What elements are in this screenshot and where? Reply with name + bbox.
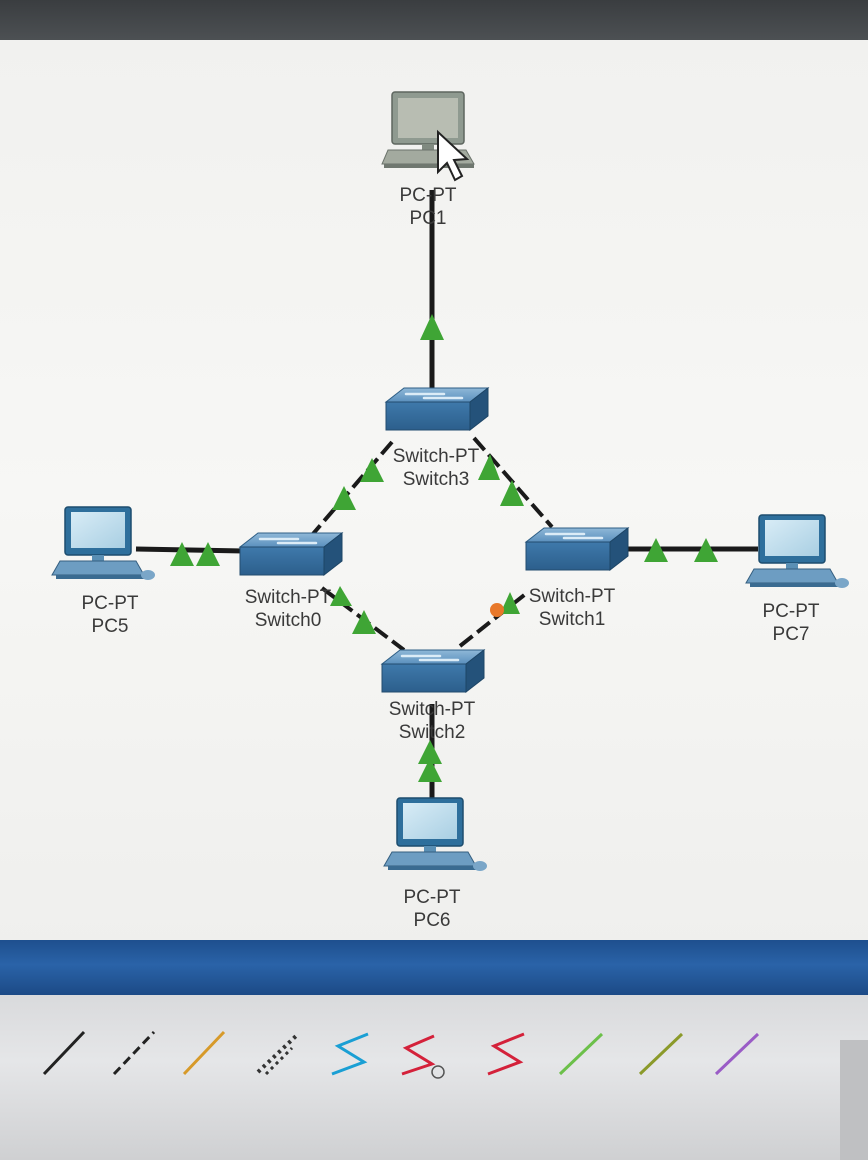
link-switch3-switch0[interactable]	[310, 440, 394, 537]
pc1-device[interactable]	[381, 91, 475, 168]
switch0-device[interactable]	[238, 531, 344, 577]
serial-dce-cable-icon[interactable]	[326, 1022, 376, 1082]
switch1-device[interactable]	[524, 526, 630, 572]
switch2-model: Switch-PT	[388, 699, 476, 720]
toolbar-scroll-area[interactable]	[840, 1040, 868, 1160]
pc5-model: PC-PT	[81, 593, 139, 614]
switch1-name: Switch1	[538, 609, 606, 630]
phone-cable-icon[interactable]	[252, 1022, 302, 1082]
switch0-name: Switch0	[254, 610, 322, 631]
switch3-name: Switch3	[402, 469, 470, 490]
pc7-name: PC7	[772, 624, 810, 645]
bottom-panel-header	[0, 940, 868, 995]
pc6-model: PC-PT	[403, 887, 461, 908]
pc1-model: PC-PT	[399, 185, 457, 206]
pc6-device[interactable]	[383, 797, 488, 872]
switch2-name: Switch2	[398, 722, 466, 743]
pc1-label: PC-PT PC1	[358, 184, 498, 230]
octal-cable-icon[interactable]	[712, 1022, 762, 1082]
switch1-model: Switch-PT	[528, 586, 616, 607]
coaxial-cable-icon[interactable]	[636, 1022, 686, 1082]
pc6-label: PC-PT PC6	[362, 886, 502, 932]
straight-cable-icon[interactable]	[40, 1022, 90, 1082]
serial-cable-icon[interactable]	[482, 1022, 532, 1082]
switch3-device[interactable]	[384, 386, 490, 432]
fiber-cable-icon[interactable]	[556, 1022, 606, 1082]
pc7-device[interactable]	[745, 514, 850, 589]
switch2-label: Switch-PT Switch2	[362, 698, 502, 744]
serial-dte-cable-icon[interactable]	[398, 1022, 448, 1082]
mouse-pointer-icon	[437, 129, 470, 182]
crossover-cable-icon[interactable]	[110, 1022, 160, 1082]
pc5-device[interactable]	[51, 506, 156, 581]
pc6-name: PC6	[413, 910, 451, 931]
switch0-model: Switch-PT	[244, 587, 332, 608]
switch3-label: Switch-PT Switch3	[366, 445, 506, 491]
pc5-label: PC-PT PC5	[40, 592, 180, 638]
switch2-device[interactable]	[380, 648, 486, 694]
pc1-name: PC1	[409, 208, 447, 229]
pc5-name: PC5	[91, 616, 129, 637]
logical-workspace[interactable]: PC-PT PC1 Switch-PT Switch3 PC-PT PC5 Sw…	[0, 40, 868, 950]
switch1-label: Switch-PT Switch1	[502, 585, 642, 631]
link-pc5-switch0[interactable]	[135, 546, 245, 554]
rollover-cable-icon[interactable]	[180, 1022, 230, 1082]
pc7-label: PC-PT PC7	[721, 600, 861, 646]
link-status-indicators	[170, 314, 718, 782]
switch3-model: Switch-PT	[392, 446, 480, 467]
pc7-model: PC-PT	[762, 601, 820, 622]
connections-toolbar	[0, 995, 868, 1160]
link-switch2-switch1[interactable]	[458, 590, 530, 648]
switch0-label: Switch-PT Switch0	[218, 586, 358, 632]
